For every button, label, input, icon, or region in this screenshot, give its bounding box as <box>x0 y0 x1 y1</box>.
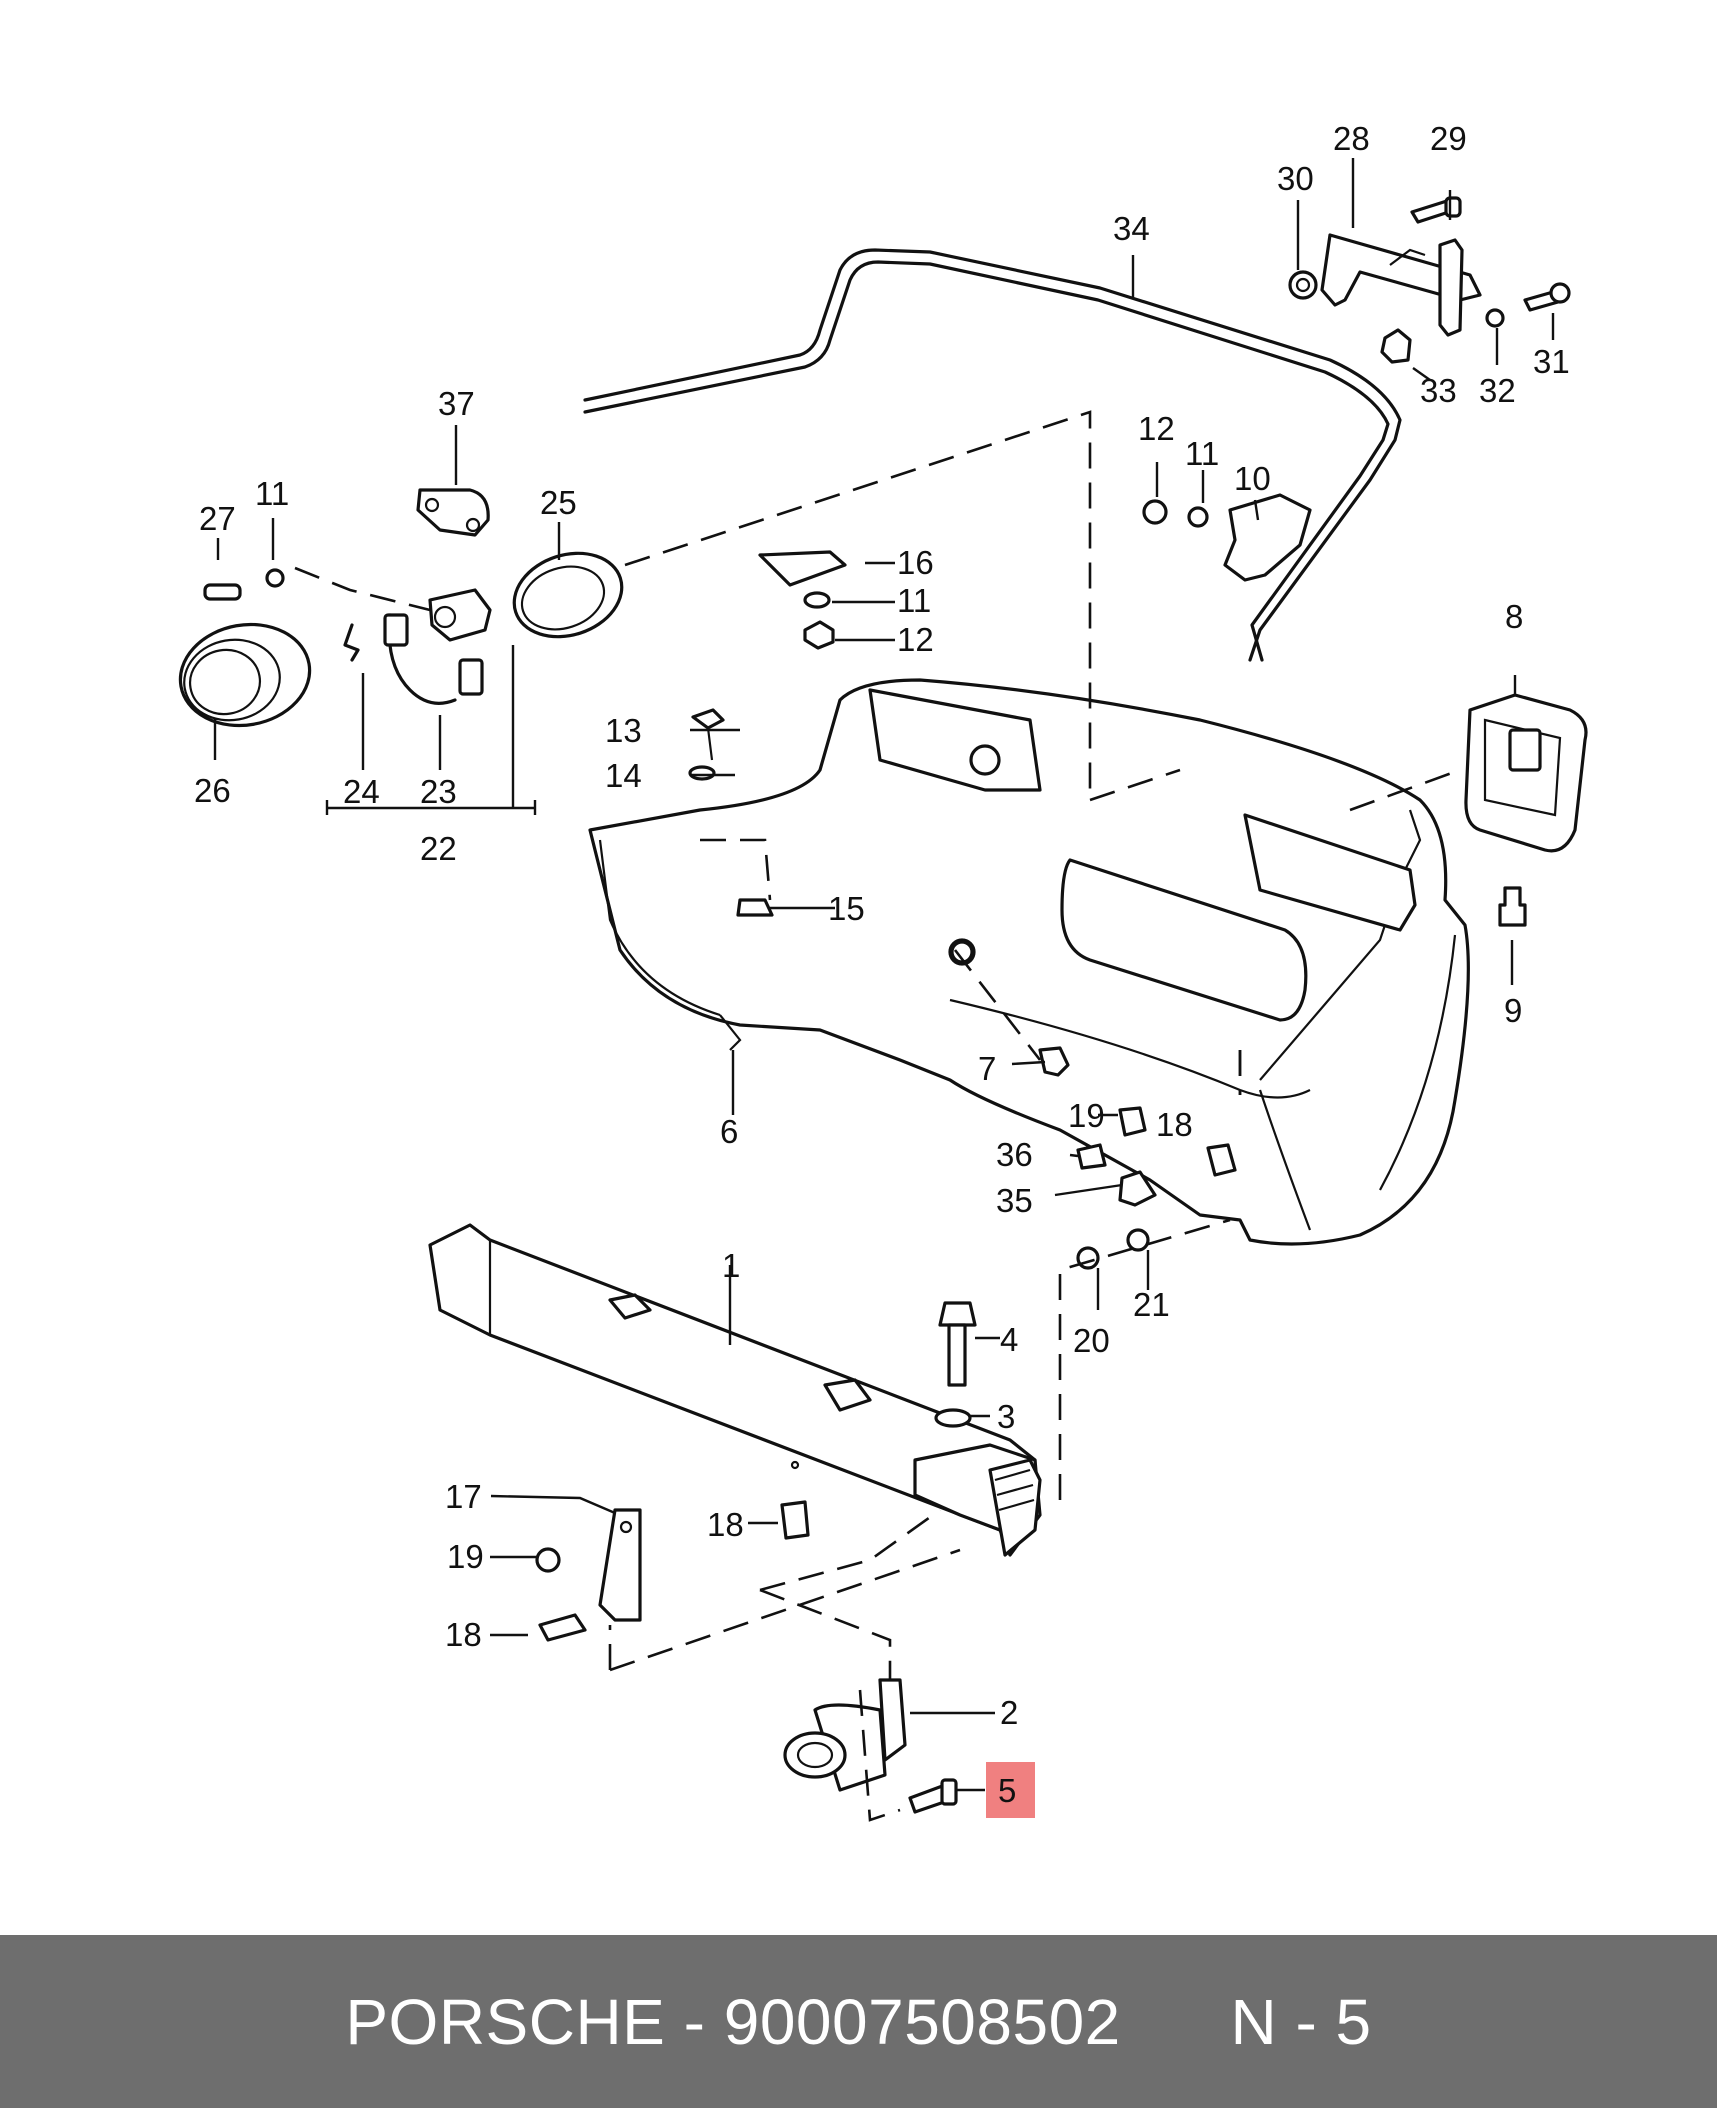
callout-32: 32 <box>1479 372 1516 409</box>
callout-35: 35 <box>996 1182 1033 1219</box>
bracket-assembly-28 <box>1288 196 1571 364</box>
callout-23: 23 <box>420 773 457 810</box>
callout-33: 33 <box>1420 372 1457 409</box>
callout-22: 22 <box>420 830 457 867</box>
callout-26: 26 <box>194 772 231 809</box>
side-marker-8 <box>1464 693 1588 927</box>
footer-position: N - 5 <box>1230 1985 1372 2058</box>
footer-caption: PORSCHE - 90007508502 N - 5 <box>0 1935 1717 2108</box>
leader-lines <box>213 158 1555 1792</box>
callout-11-left: 11 <box>255 475 289 512</box>
callout-6: 6 <box>720 1113 738 1150</box>
callout-18-left: 18 <box>445 1616 482 1653</box>
towing-eye-2 <box>783 1301 977 1814</box>
callout-28: 28 <box>1333 120 1370 157</box>
callout-36: 36 <box>996 1136 1033 1173</box>
callout-18-mid: 18 <box>707 1506 744 1543</box>
callout-17: 17 <box>445 1478 482 1515</box>
callout-18-right: 18 <box>1156 1106 1193 1143</box>
trim-strip-34 <box>583 248 1402 662</box>
callout-7: 7 <box>978 1050 996 1087</box>
lamp-assembly <box>178 488 624 728</box>
callout-8: 8 <box>1505 598 1523 635</box>
callout-11-right: 11 <box>1185 435 1219 472</box>
callout-19-left: 19 <box>447 1538 484 1575</box>
footer-brand: PORSCHE <box>345 1985 666 2058</box>
bracket-hardware <box>535 1106 1237 1642</box>
callout-19-right: 19 <box>1068 1097 1105 1134</box>
callout-37: 37 <box>438 385 475 422</box>
callout-27: 27 <box>199 500 236 537</box>
callout-11-mid: 11 <box>897 582 931 619</box>
callout-4: 4 <box>1000 1321 1018 1358</box>
callout-31: 31 <box>1533 343 1570 380</box>
callout-3: 3 <box>997 1398 1015 1435</box>
callout-20: 20 <box>1073 1322 1110 1359</box>
highlight-box <box>986 1762 1035 1818</box>
callout-9: 9 <box>1504 992 1522 1029</box>
callout-2: 2 <box>1000 1694 1018 1731</box>
callout-labels: 1 2 3 4 5 6 7 8 9 10 11 11 11 12 12 13 1… <box>194 120 1570 1809</box>
callout-1: 1 <box>722 1247 740 1284</box>
callout-14: 14 <box>605 757 642 794</box>
parts-diagram: 1 2 3 4 5 6 7 8 9 10 11 11 11 12 12 13 1… <box>178 120 1588 1822</box>
footer-separator: - <box>665 1985 724 2058</box>
footer-part-number: 90007508502 <box>723 1985 1121 2058</box>
callout-34: 34 <box>1113 210 1150 247</box>
callout-12-mid: 12 <box>897 621 934 658</box>
callout-16: 16 <box>897 544 934 581</box>
assembly-guide-lines <box>294 410 1461 1822</box>
callout-30: 30 <box>1277 160 1314 197</box>
callout-25: 25 <box>540 484 577 521</box>
callout-15: 15 <box>828 890 865 927</box>
impact-bar-1 <box>428 1223 1042 1557</box>
callout-5: 5 <box>998 1772 1016 1809</box>
callout-29: 29 <box>1430 120 1467 157</box>
callout-21: 21 <box>1133 1286 1170 1323</box>
callout-24: 24 <box>343 773 380 810</box>
callout-10: 10 <box>1234 460 1271 497</box>
callout-12-right: 12 <box>1138 410 1175 447</box>
bumper-cover-6 <box>588 678 1470 1246</box>
callout-13: 13 <box>605 712 642 749</box>
footer-gap <box>1121 1985 1231 2059</box>
